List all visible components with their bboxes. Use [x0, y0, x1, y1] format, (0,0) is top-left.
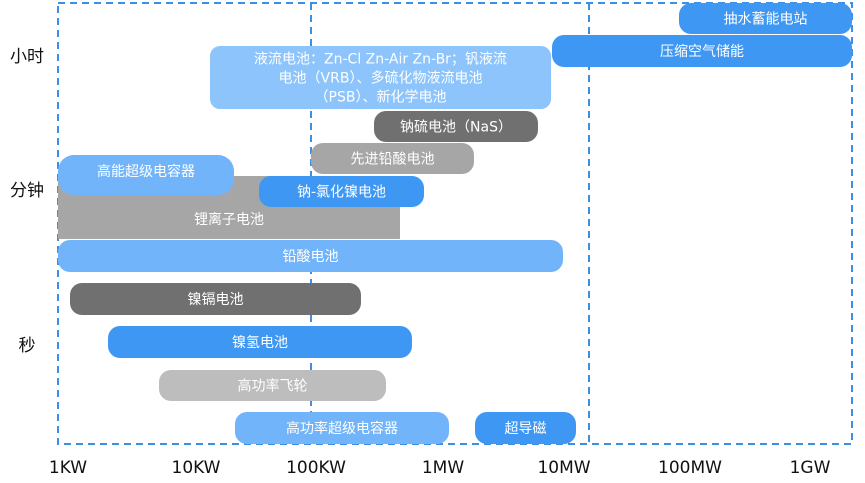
bar-label-1: 压缩空气储能: [660, 44, 744, 60]
y-axis-label-0: 小时: [10, 47, 44, 67]
bar-2: [210, 46, 551, 109]
bar-3: [374, 111, 538, 142]
x-tick-label-3: 1MW: [422, 458, 464, 478]
x-tick-label-2: 100KW: [286, 458, 346, 478]
bar-label-7: 锂离子电池: [194, 211, 264, 228]
bar-1: [552, 35, 852, 67]
bar-label-12: 高功率超级电容器: [286, 420, 398, 437]
bar-label-3: 钠硫电池（NaS）: [400, 120, 512, 136]
bar-label-6: 钠-氯化镍电池: [297, 185, 386, 201]
x-tick-label-6: 1GW: [790, 458, 831, 478]
bar-5: [58, 155, 234, 195]
bar-4: [311, 143, 474, 174]
bar-label-9: 镍镉电池: [188, 292, 244, 308]
bar-8: [58, 240, 563, 272]
bar-label-11: 高功率飞轮: [238, 378, 308, 395]
bar-6: [259, 176, 424, 207]
bar-label-5: 高能超级电容器: [97, 163, 195, 180]
bar-label-13: 超导磁: [505, 421, 547, 437]
bar-13: [475, 412, 576, 444]
bar-label-2-1: 电池（VRB）、多硫化物液流电池: [279, 70, 483, 87]
bar-label-0: 抽水蓄能电站: [724, 12, 808, 28]
bar-9: [70, 283, 361, 315]
bar-label-2-2: （PSB）、新化学电池: [315, 90, 447, 106]
x-tick-label-1: 10KW: [172, 458, 221, 478]
bar-label-4: 先进铅酸电池: [351, 152, 435, 168]
bar-12: [235, 412, 449, 444]
bar-0: [679, 3, 852, 34]
bar-label-10: 镍氢电池: [232, 335, 288, 351]
bar-11: [159, 370, 386, 401]
x-axis: 1KW 10KW 100KW 1MW 10MW 100MW 1GW: [49, 458, 831, 478]
y-axis-label-2: 秒: [19, 336, 36, 356]
y-axis-label-1: 分钟: [10, 181, 44, 201]
x-tick-label-5: 100MW: [658, 458, 722, 478]
x-tick-label-4: 10MW: [537, 458, 590, 478]
bar-10: [108, 326, 412, 358]
bar-label-2-0: 液流电池：Zn-Cl Zn-Air Zn-Br；钒液流: [254, 52, 507, 68]
x-tick-label-0: 1KW: [49, 458, 87, 478]
bar-label-8: 铅酸电池: [283, 249, 339, 265]
